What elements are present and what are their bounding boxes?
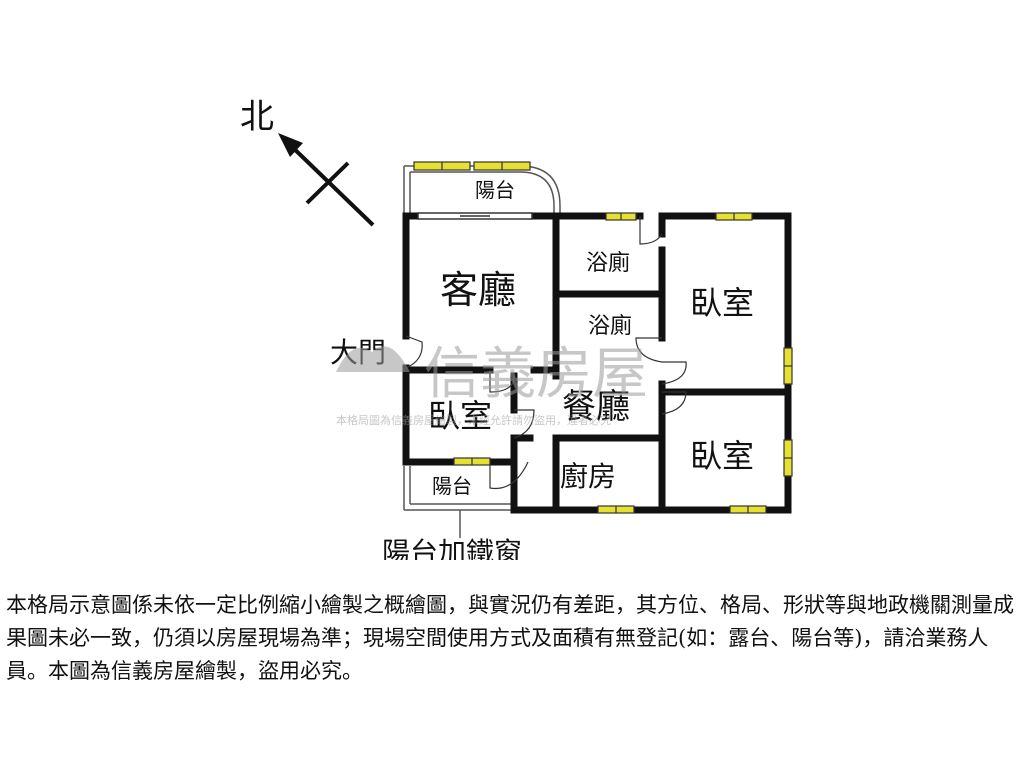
- doors: [405, 216, 687, 490]
- room-label-living-room: 客廳: [440, 268, 516, 312]
- dining-door-swing: [513, 409, 535, 439]
- north-arrow-icon: [278, 133, 303, 157]
- balcony-iron-window-label: 陽台加鐵窗: [382, 536, 522, 560]
- north-label: 北: [240, 97, 274, 137]
- room-label-balcony-top: 陽台: [475, 178, 515, 202]
- watermark-logo-icon: [336, 346, 410, 372]
- room-label-bedroom-2: 臥室: [428, 397, 492, 435]
- bathroom-2-door-swing: [635, 337, 663, 363]
- bathroom-1-door-swing: [639, 216, 663, 245]
- main-door-swing: [405, 335, 423, 369]
- watermark-notice: 本格局圖為信義房屋繪製，未經允許請勿盜用，違者必究: [336, 413, 611, 427]
- compass-north-arrow-line: [284, 139, 375, 227]
- balcony-bottom-outline: [403, 466, 514, 538]
- windows: [413, 161, 793, 514]
- room-label-bedroom-1: 臥室: [690, 284, 754, 322]
- room-label-balcony-bottom: 陽台: [432, 474, 472, 498]
- bedroom-1-door-swing: [661, 361, 687, 385]
- sliding-door: [417, 212, 533, 220]
- room-label-kitchen: 廚房: [560, 460, 616, 493]
- compass: 北: [240, 97, 375, 227]
- bedroom-2-door-swing: [489, 370, 515, 393]
- room-label-bathroom-1: 浴廁: [586, 251, 630, 276]
- room-label-dining-room: 餐廳: [562, 387, 630, 427]
- room-label-bedroom-3: 臥室: [690, 437, 754, 475]
- watermark: 信義房屋 本格局圖為信義房屋繪製，未經允許請勿盜用，違者必究: [336, 342, 648, 427]
- watermark-brand: 信義房屋: [424, 342, 648, 407]
- room-label-bathroom-2: 浴廁: [588, 314, 632, 339]
- bedroom-3-door-swing: [661, 391, 687, 415]
- floor-plan: 北: [240, 97, 793, 560]
- balcony-door-swing: [489, 461, 529, 490]
- disclaimer-text: 本格局示意圖係未依一定比例縮小繪製之概繪圖，與實況仍有差距，其方位、格局、形狀等…: [6, 593, 1014, 683]
